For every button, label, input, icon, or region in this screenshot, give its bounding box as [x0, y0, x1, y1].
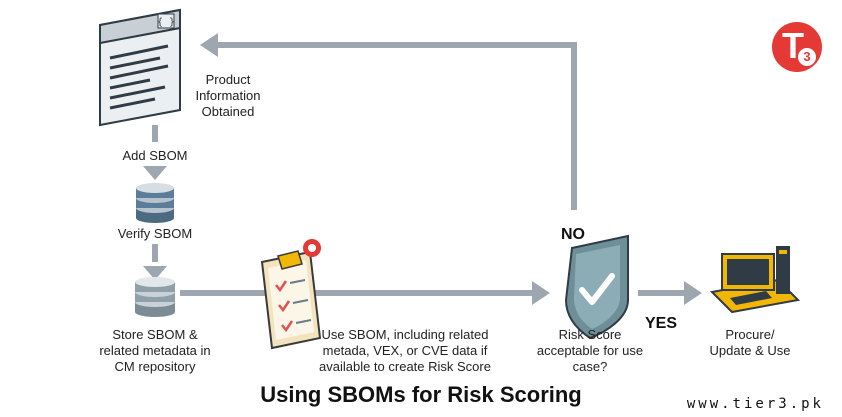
document-braces: { }: [157, 17, 175, 28]
tier3-logo: T 3: [772, 22, 822, 72]
label-product-information: Product Information Obtained: [195, 72, 261, 119]
label-verify-sbom: Verify SBOM: [117, 226, 193, 241]
diagram-title: Using SBOMs for Risk Scoring: [260, 382, 582, 407]
website-url: www.tier3.pk: [686, 396, 824, 412]
label-procure: Procure/ Update & Use: [709, 327, 791, 358]
label-add-sbom: Add SBOM: [122, 148, 188, 163]
checklist-icon: [260, 239, 322, 350]
flow-arrows: [152, 42, 686, 296]
logo-number: 3: [798, 48, 816, 66]
decision-no: NO: [561, 226, 585, 243]
computer-icon: [709, 246, 801, 314]
shield-check-icon: [564, 234, 629, 340]
label-store-sbom: Store SBOM & related metadata in CM repo…: [99, 327, 211, 374]
decision-yes: YES: [645, 315, 678, 332]
arrow-heads: [143, 33, 702, 305]
document-icon: { }: [99, 8, 181, 127]
arrow-no-loop-back: [215, 42, 577, 210]
database-icon-store: [135, 277, 175, 317]
label-risk-score: Risk Score acceptable for use case?: [536, 327, 644, 374]
label-use-sbom: Use SBOM, including related metada, VEX,…: [319, 327, 491, 374]
database-icon-verify: [136, 183, 174, 223]
